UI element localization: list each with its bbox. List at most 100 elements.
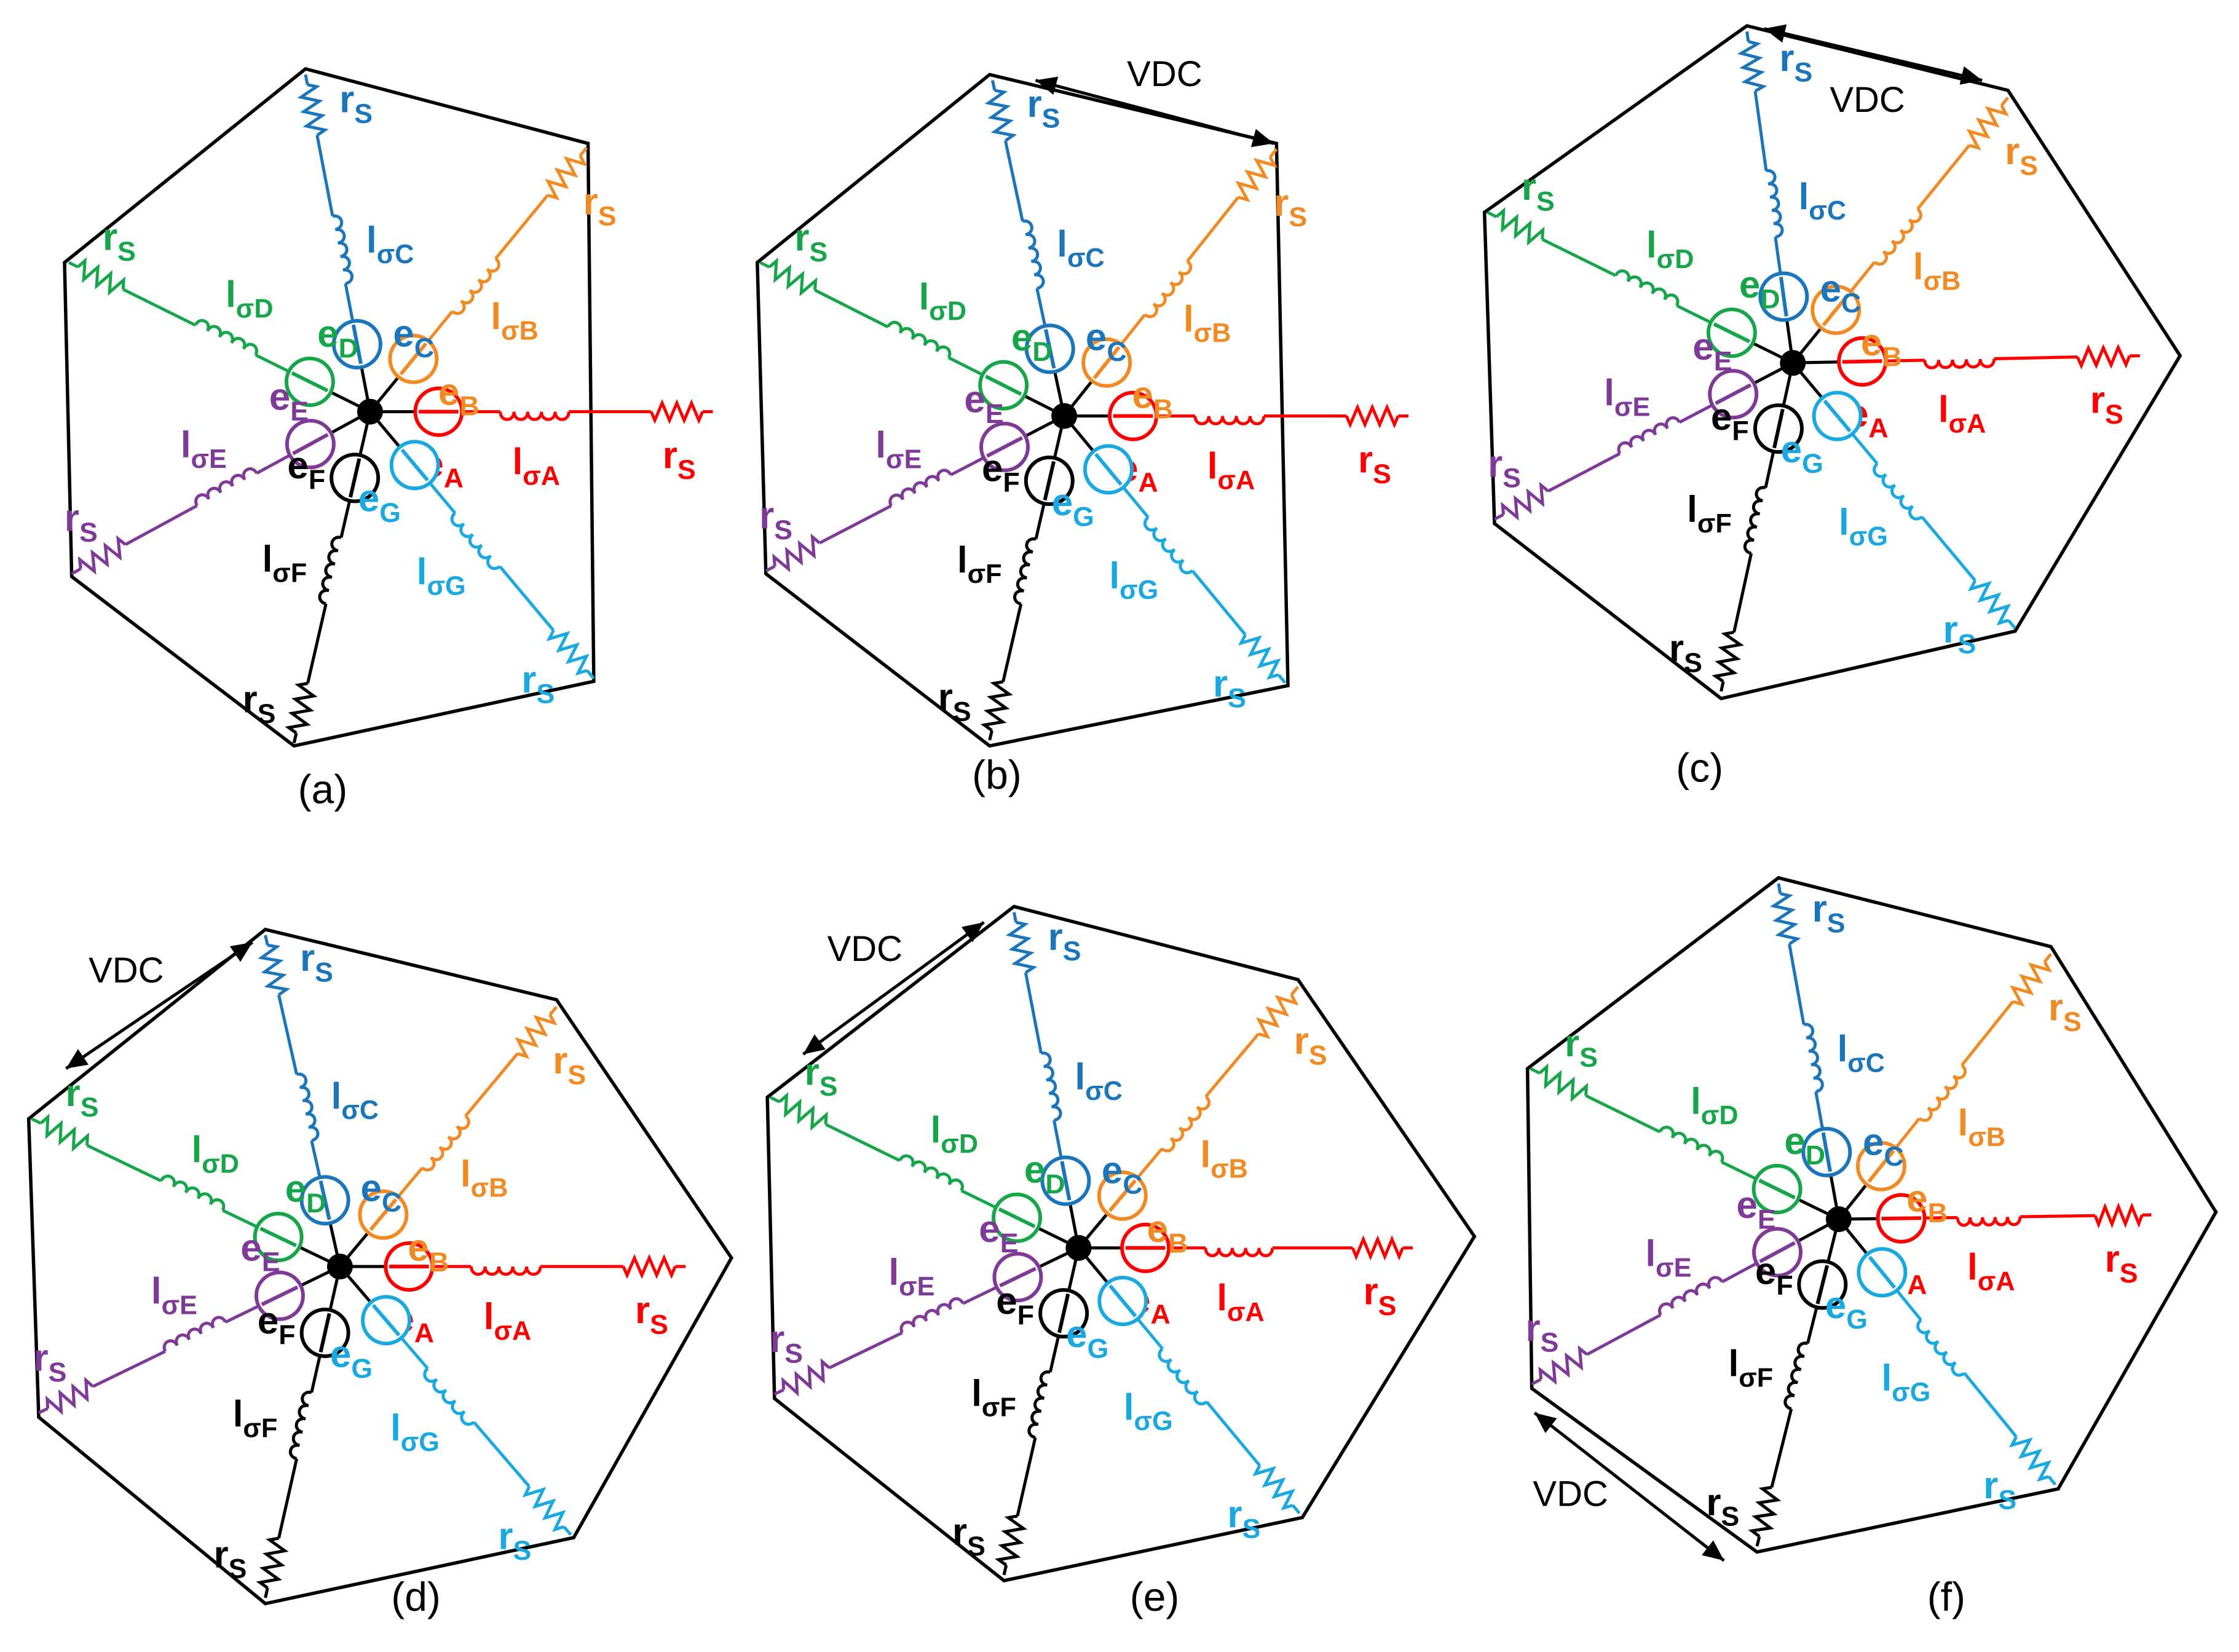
resistor-zigzag	[1255, 994, 1299, 1040]
resistor-zigzag	[1501, 481, 1549, 521]
leakage-inductance-label-d: lσD	[192, 1129, 239, 1179]
branch-wire	[1531, 1378, 1542, 1386]
leakage-inductance-label-b: lσB	[491, 296, 538, 346]
leakage-inductance-label-e: lσE	[151, 1271, 197, 1321]
source-bar	[985, 436, 1024, 458]
phase-branch-a: eAlσArS	[1793, 336, 2140, 443]
emf-label-d: eD	[1784, 1120, 1825, 1171]
stator-resistance-label: rS	[300, 937, 333, 987]
inductor-coil	[1614, 269, 1680, 307]
branch-wire	[1290, 986, 1300, 996]
inductor-coil	[318, 536, 342, 606]
stator-resistance-label: rS	[770, 1318, 803, 1369]
stator-resistance-label: rS	[1525, 1307, 1558, 1358]
source-bar	[369, 1198, 398, 1231]
emf-label-f: eF	[287, 445, 325, 495]
branch-wire	[1035, 288, 1047, 326]
vdc-label: VDC	[1533, 1474, 1608, 1514]
branch-wire	[2043, 952, 2053, 963]
source-bar	[998, 1207, 1036, 1228]
branch-wire	[1291, 1504, 1301, 1514]
inductor-coil	[423, 1367, 475, 1426]
leakage-inductance-label-c: lσC	[1057, 223, 1104, 273]
leakage-inductance-label-e: lσE	[181, 424, 227, 474]
branch-wire	[1721, 1262, 1758, 1284]
emf-label-b: eB	[1147, 1208, 1188, 1259]
source-bar	[318, 1180, 331, 1220]
branch-wire	[499, 565, 555, 632]
diagram-caption: (b)	[972, 752, 1022, 797]
emf-label-f: eF	[1711, 396, 1749, 446]
branch-wire	[828, 1331, 903, 1370]
branch-wire	[948, 356, 984, 376]
branch-wire	[304, 74, 309, 85]
star-point	[1825, 1206, 1852, 1233]
resistor-zigzag	[1495, 207, 1545, 246]
branch-wire	[224, 1304, 259, 1324]
star-point	[357, 398, 383, 425]
stator-resistance-label: rS	[1669, 628, 1702, 678]
inductor-coil	[1766, 169, 1784, 239]
resistor-zigzag	[1351, 1235, 1405, 1261]
branch-wire	[990, 80, 997, 91]
leakage-inductance-label-g: lσG	[1839, 502, 1888, 551]
branch-wire	[769, 1096, 780, 1104]
branch-wire	[1814, 1091, 1825, 1129]
inductor-coil	[470, 1266, 542, 1276]
leakage-inductance-label-e: lσE	[888, 1252, 934, 1302]
branch-wire	[1994, 355, 2078, 360]
branch-wire	[1764, 451, 1775, 488]
polygon-connection	[1525, 875, 2218, 1554]
source-bar	[1043, 460, 1056, 501]
diagram-caption: (d)	[391, 1574, 441, 1619]
emf-label-e: eE	[1692, 326, 1732, 376]
branch-wire	[1886, 358, 1925, 363]
resistor-zigzag	[984, 89, 1017, 142]
resistor-zigzag	[256, 1536, 289, 1589]
inductor-coil	[899, 1297, 965, 1334]
resistor-zigzag	[45, 1377, 94, 1415]
vdc-arrow-head	[961, 922, 984, 943]
emf-label-e: eE	[269, 376, 309, 427]
stator-resistance-label: rS	[339, 79, 373, 129]
branch-wire	[2020, 1214, 2095, 1219]
stator-resistance-label: rS	[2048, 987, 2082, 1037]
emf-label-g: eG	[1781, 429, 1823, 479]
emf-label-g: eG	[1052, 481, 1094, 532]
emf-label-b: eB	[1132, 374, 1173, 424]
source-bar	[259, 1227, 298, 1247]
leakage-inductance-label-b: lσB	[1913, 247, 1961, 296]
inductor-coil	[1158, 1347, 1208, 1405]
emf-label-d: eD	[317, 313, 358, 363]
branch-wire	[264, 1587, 269, 1599]
inductor-coil	[159, 1174, 226, 1211]
resistor-zigzag	[1968, 580, 2011, 626]
inductor-coil	[1027, 1370, 1051, 1439]
resistor-zigzag	[1712, 630, 1744, 683]
winding-diagram-f: eAlσArSeBlσBrSeClσCrSeDlσDrSeElσErSeFlσF…	[1525, 875, 2218, 1619]
emf-label-c: eC	[1820, 268, 1862, 318]
branch-wire	[960, 1189, 997, 1209]
branch-wire	[950, 456, 985, 476]
resistor-zigzag	[258, 943, 291, 997]
vdc-arrow-head	[1534, 1413, 1557, 1433]
inductor-coil	[1658, 1125, 1724, 1163]
vdc-label: VDC	[827, 929, 902, 969]
emf-label-c: eC	[393, 313, 434, 363]
leakage-inductance-label-a: lσA	[484, 1296, 531, 1346]
stator-resistance-label: rS	[521, 658, 555, 709]
branch-wire	[1016, 1437, 1037, 1517]
inductor-coil	[1143, 516, 1194, 575]
stator-resistance-label: rS	[583, 181, 617, 231]
resistor-zigzag	[1769, 892, 1801, 946]
stator-resistance-label: rS	[1706, 1481, 1739, 1531]
leakage-inductance-label-e: lσE	[1645, 1233, 1691, 1283]
